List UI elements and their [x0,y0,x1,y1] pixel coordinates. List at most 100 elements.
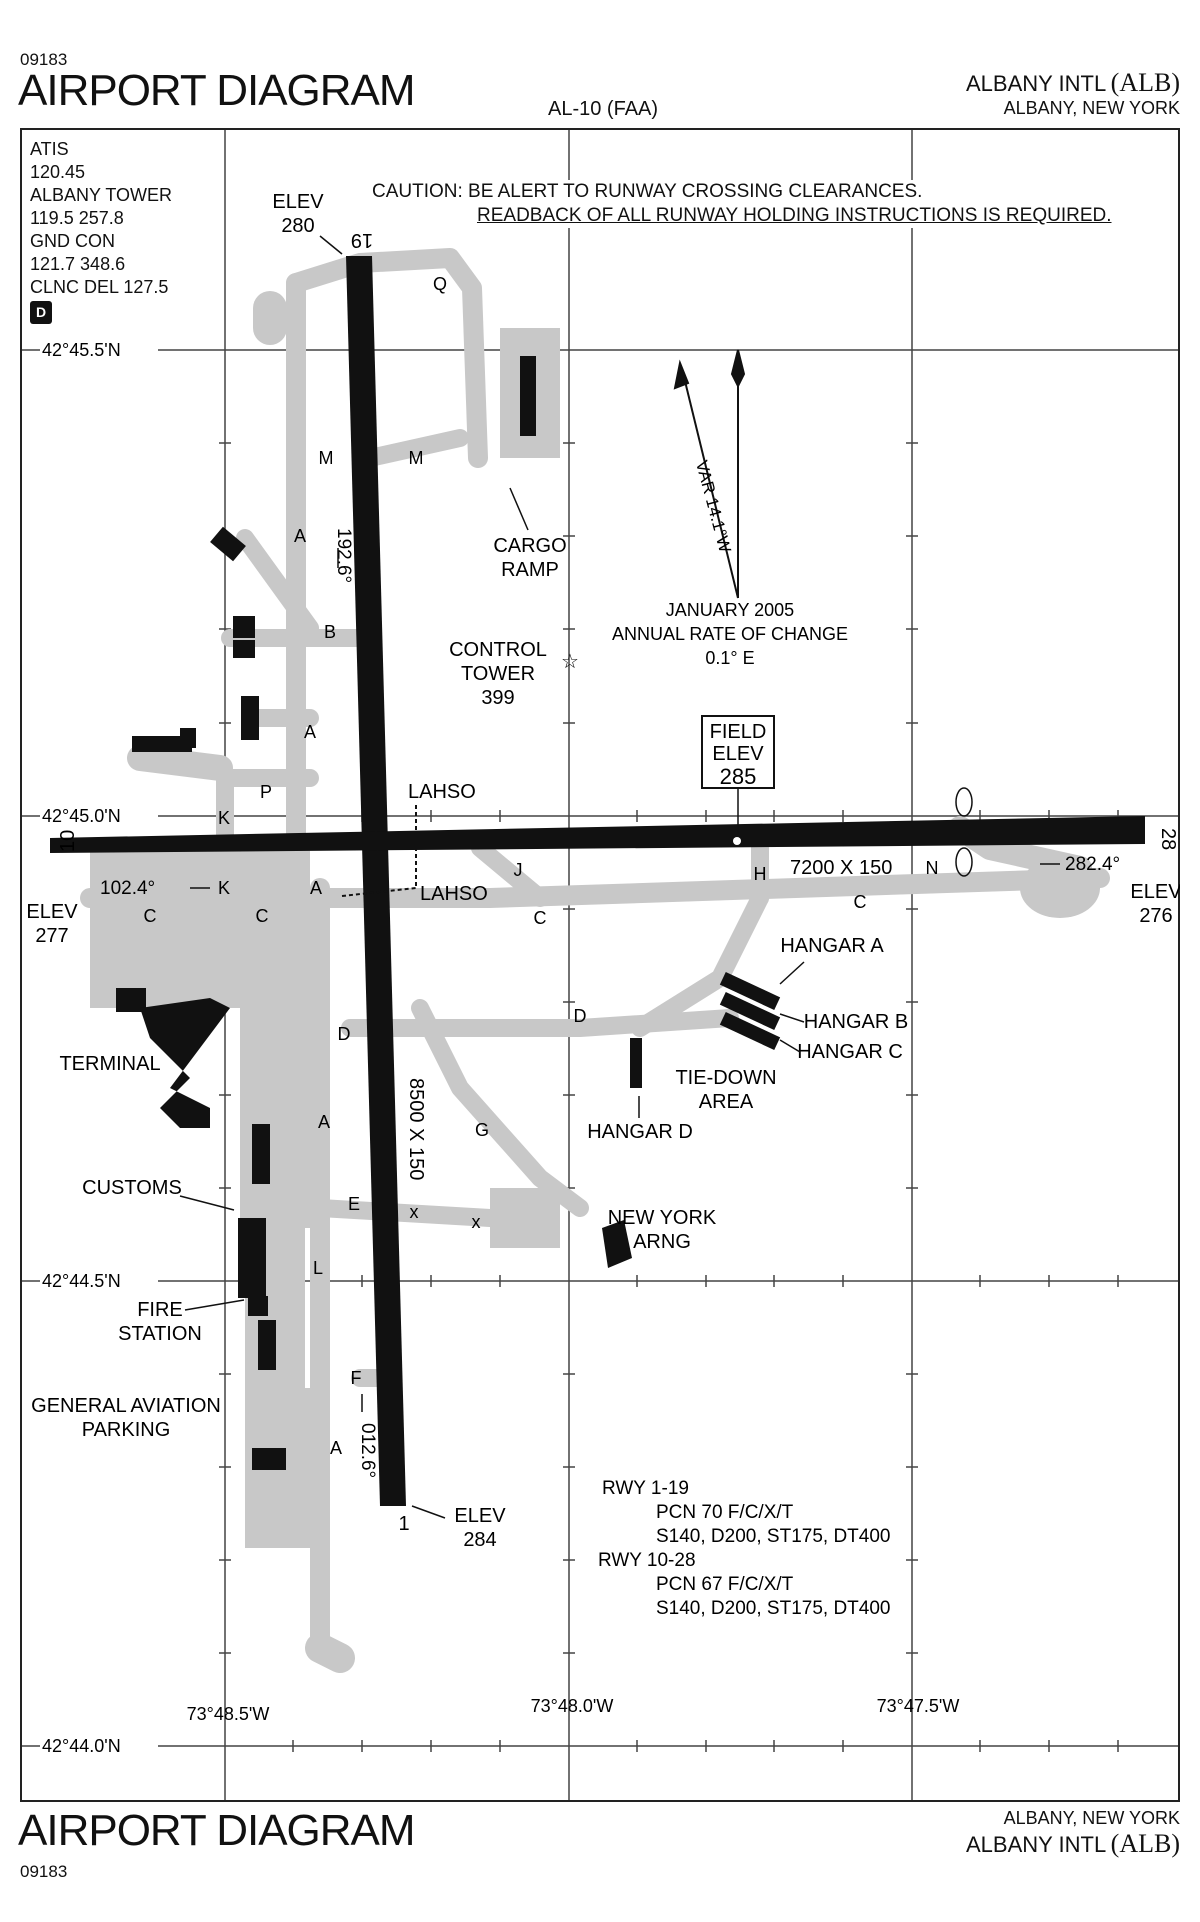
airport-id: (ALB) [1110,68,1180,97]
airport-name: ALBANY INTL [966,71,1107,96]
tower-frequency: 119.5 257.8 [30,208,124,228]
footer-title: AIRPORT DIAGRAM [18,1806,416,1855]
footer-airport-id: (ALB) [1110,1829,1180,1858]
taxiway-g [411,999,589,1217]
taxiway-label-m1: M [319,448,334,468]
hangar-a-building [719,971,781,1011]
lahso-line-119 [341,887,417,897]
customs-label: CUSTOMS [82,1177,182,1199]
atis-label: ATIS [30,139,69,159]
buildings [116,356,781,1470]
taxiway-label-m2: M [409,448,424,468]
hangar-d-building [630,1038,642,1088]
rwy28-runup [1020,858,1100,918]
taxiway-label-b: B [324,622,336,642]
taxiway-label-q: Q [433,274,447,294]
taxiway-label-c4: C [854,892,867,912]
taxiway-q [286,248,488,468]
footer-airport-name: ALBANY INTL [966,1832,1107,1857]
cargo-leader [509,487,529,531]
hangar-c-label: HANGAR C [797,1041,903,1063]
taxiway-label-x1: x [410,1202,419,1222]
taxiway-label-p: P [260,782,272,802]
rwy1-number: 1 [398,1513,409,1535]
pcn-value-a: PCN 70 F/C/X/T [656,1502,794,1523]
tower-label: ALBANY TOWER [30,185,173,205]
hangar-b-building [719,991,781,1031]
taxiway-label-h: H [754,864,767,884]
chart-volume-label: AL-10 (FAA) [548,98,659,120]
control-tower-icon: ☆ [561,651,579,673]
hangar-d-label: HANGAR D [587,1121,693,1143]
rwy19-elev-label: ELEV [272,191,324,213]
taxiway-label-x2: x [472,1212,481,1232]
magnetic-north-arrowhead [673,359,690,390]
taxiway-m [361,429,469,467]
cargo-building [520,356,536,436]
lahso-markers [341,805,417,897]
pcn-rwy-b: RWY 10-28 [598,1550,696,1571]
lat-label-445: 42°44.5'N [42,1271,121,1291]
taxiway-label-g: G [475,1120,489,1140]
taxiway-label-a5: A [330,1438,342,1458]
rwy1-19-dims: 8500 X 150 [405,1078,427,1180]
pcn-rwy-a: RWY 1-19 [602,1478,689,1499]
taxiway-labels: Q M M A B A P K K A C C C C J H N D D A … [144,274,939,1458]
rwy19-elev-leader [319,235,343,255]
building-b-1 [233,616,255,638]
clearance-delivery: CLNC DEL 127.5 [30,277,169,297]
taxiway-label-n: N [926,858,939,878]
building-west-1 [132,736,192,752]
lat-label-455: 42°45.5'N [42,340,121,360]
magnetic-north-line [682,372,739,599]
ground-label: GND CON [30,231,115,251]
hangar-c-building [719,1011,781,1051]
fire-station-leader [184,1299,245,1311]
rwy19-number: 19 [351,229,373,251]
taxiway-label-a1: A [294,526,306,546]
variation-rate-label: ANNUAL RATE OF CHANGE [612,624,848,644]
caution-line-1: CAUTION: BE ALERT TO RUNWAY CROSSING CLE… [372,181,923,202]
field-elev-value: 285 [720,764,757,789]
building-north-1 [210,526,246,562]
diagram-svg: LAHSO LAHSO FIELD ELEV 285 VAR 14.1°W JA… [20,128,1182,1802]
rwy28-approach-marker-north [955,787,973,817]
fire-station-label-1: FIRE [137,1299,183,1321]
taxiway-label-d1: D [338,1024,351,1044]
building-b-2 [233,640,255,658]
rwy10-elev-label: ELEV [26,901,78,923]
terminal-building [140,998,230,1128]
fire-station-building [248,1296,268,1316]
arng-apron [490,1188,560,1248]
true-north-arrowhead [730,349,746,389]
rwy10-number: 10 [57,830,79,852]
runway-10-28 [50,816,1145,853]
lon-label-4750: 73°47.5'W [877,1696,960,1716]
frequency-panel: ATIS 120.45 ALBANY TOWER 119.5 257.8 GND… [30,138,173,324]
terminal-label: TERMINAL [59,1053,160,1075]
pcn-weights-b: S140, D200, ST175, DT400 [656,1598,890,1619]
footer-airport: ALBANY, NEW YORK ALBANY INTL (ALB) [966,1808,1180,1859]
tower-line2: TOWER [461,663,535,685]
lahso-label-south: LAHSO [420,883,488,905]
tiedown-label-2: AREA [699,1091,754,1113]
rwy19-elev: 280 [281,215,314,237]
taxiway-d [341,1009,739,1037]
terminal-apron-south [240,1008,320,1228]
hangar-c-leader [779,1039,801,1053]
taxiway-label-k1: K [218,808,230,828]
tower-line3: 399 [481,687,514,709]
rwy28-number: 28 [1157,828,1179,850]
rwy28-heading: 282.4° [1065,854,1120,875]
cargo-label-1: CARGO [493,535,566,557]
rwy19-heading: 192.6° [333,528,354,583]
field-elev-line1: FIELD [710,721,767,743]
lat-label-450: 42°45.0'N [42,806,121,826]
hangar-a-label: HANGAR A [780,935,884,957]
chart-title: AIRPORT DIAGRAM [18,66,416,115]
rwy1-elev: 284 [463,1529,496,1551]
arng-label-1: NEW YORK [608,1207,717,1229]
arng-label-2: ARNG [633,1231,691,1253]
tower-line1: CONTROL [449,639,547,661]
taxiway-label-k2: K [218,878,230,898]
